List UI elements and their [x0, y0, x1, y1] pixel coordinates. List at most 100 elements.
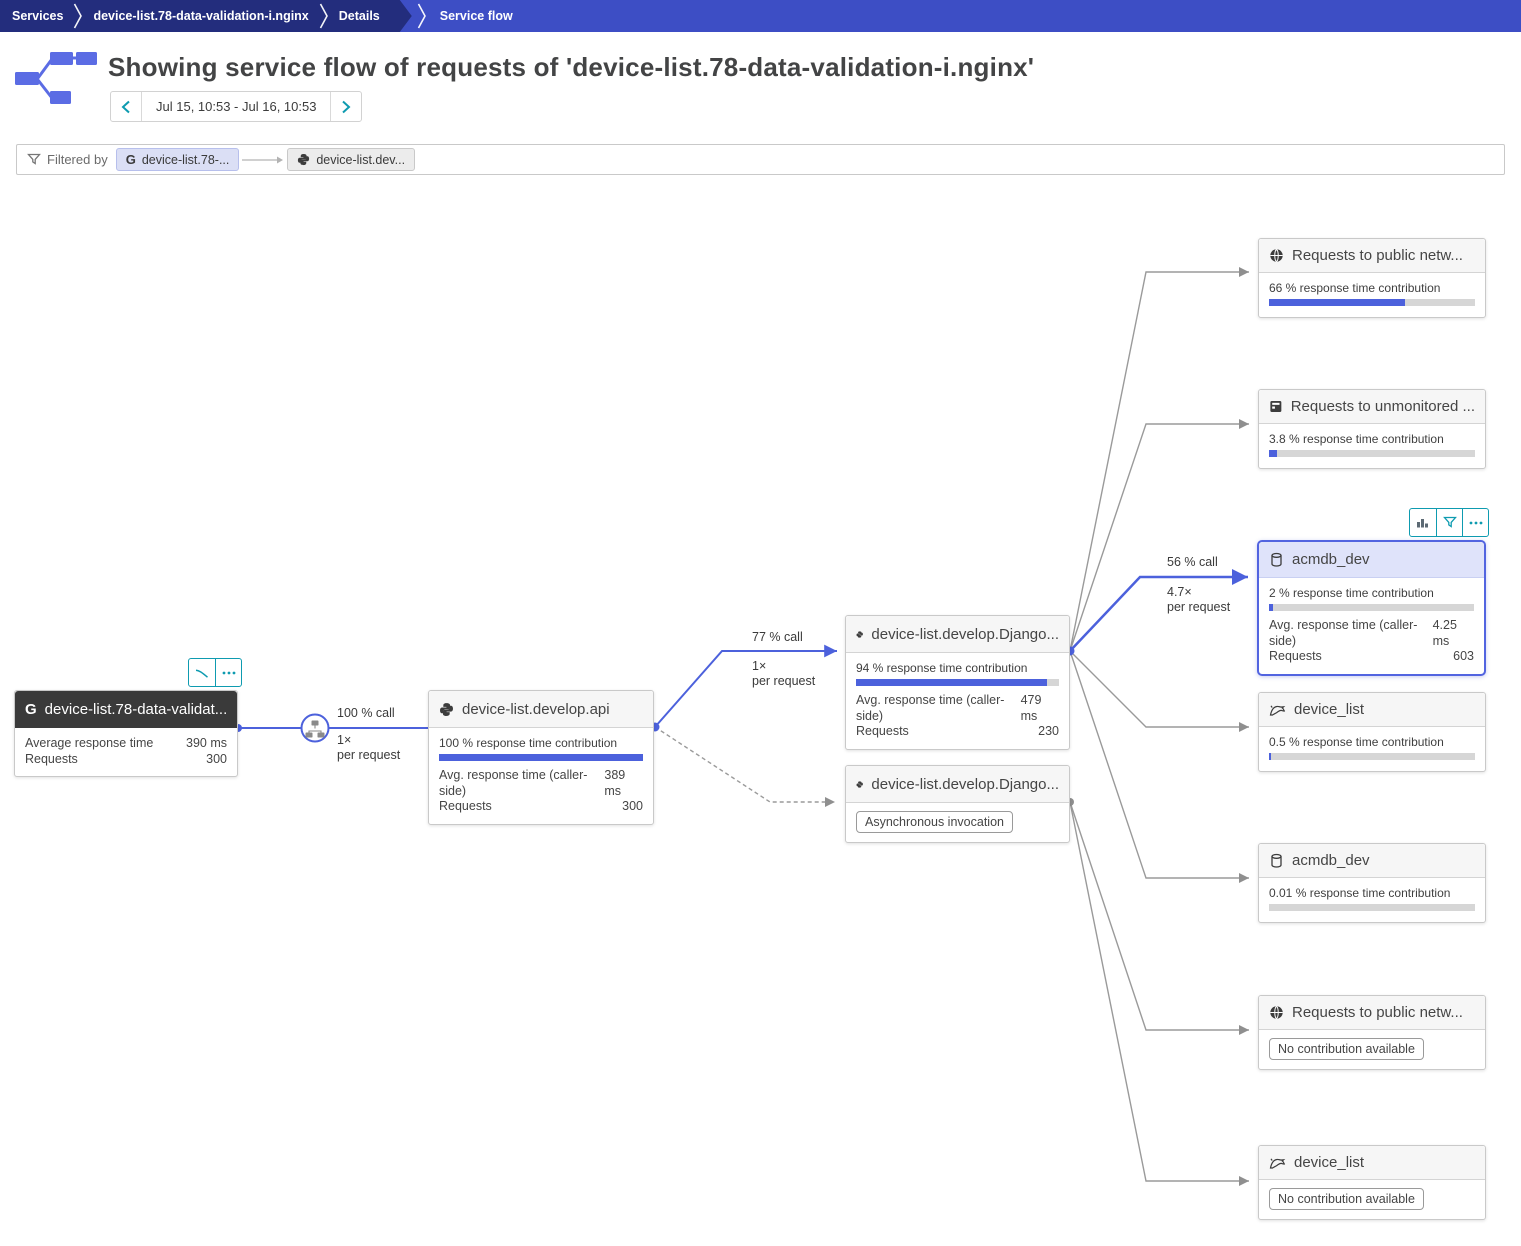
metric-value: 389 ms	[604, 768, 626, 798]
metric-row: Requests 603	[1269, 649, 1474, 665]
node-title: Requests to public netw...	[1292, 247, 1463, 264]
breadcrumb-services[interactable]: Services	[12, 9, 64, 23]
metric-label: Avg. response time (caller-side)	[439, 768, 588, 798]
node-title: device-list.develop.Django...	[871, 775, 1059, 793]
node-body: 0.5 % response time contribution	[1259, 727, 1485, 771]
metric-value: 390 ms	[186, 736, 227, 750]
mysql-icon	[1269, 1157, 1286, 1169]
node-header: device-list.develop.Django...	[846, 766, 1069, 803]
metric-value: 230	[1038, 724, 1059, 738]
node-requests-unmonitored-hosts[interactable]: Requests to unmonitored ... 3.8 % respon…	[1258, 389, 1486, 469]
filter-node-button[interactable]	[1436, 509, 1462, 536]
node-requests-public-networks-2[interactable]: Requests to public netw... No contributi…	[1258, 995, 1486, 1070]
contribution-text: 2 % response time contribution	[1269, 586, 1434, 600]
contribution-text: 100 % response time contribution	[439, 736, 618, 750]
chevron-right-icon	[342, 100, 351, 113]
timeframe-value[interactable]: Jul 15, 10:53 - Jul 16, 10:53	[156, 99, 317, 114]
metric-value: 300	[622, 799, 643, 813]
node-acmdb-dev-selected[interactable]: acmdb_dev 2 % response time contribution…	[1257, 540, 1486, 676]
breadcrumb-dark-segment: Services device-list.78-data-validation-…	[0, 0, 412, 32]
chevron-separator-icon	[319, 0, 329, 32]
node-acmdb-dev[interactable]: acmdb_dev 0.01 % response time contribut…	[1258, 843, 1486, 923]
timeframe-previous-button[interactable]	[111, 92, 142, 121]
python-icon	[856, 630, 863, 638]
filter-chip-target-service[interactable]: device-list.dev...	[287, 148, 416, 171]
timeframe-selector: Jul 15, 10:53 - Jul 16, 10:53	[110, 91, 363, 122]
metric-row: Avg. response time (caller-side) 479 ms	[856, 693, 1059, 724]
node-body: Asynchronous invocation	[846, 803, 1069, 842]
node-title: device-list.78-data-validat...	[44, 701, 228, 718]
filter-chip-label: device-list.78-...	[141, 152, 230, 167]
async-invocation-badge: Asynchronous invocation	[856, 811, 1013, 833]
contribution-bar	[1269, 604, 1474, 611]
node-title: acmdb_dev	[1292, 852, 1370, 869]
node-device-list-db[interactable]: device_list 0.5 % response time contribu…	[1258, 692, 1486, 772]
contribution-bar	[439, 754, 643, 761]
node-django-service[interactable]: device-list.develop.Django... 94 % respo…	[845, 615, 1070, 750]
breadcrumb-details[interactable]: Details	[338, 9, 380, 23]
contribution-text: 3.8 % response time contribution	[1269, 432, 1444, 446]
globe-icon	[1270, 1005, 1283, 1020]
timeframe-next-button[interactable]	[330, 92, 361, 121]
chevron-separator-icon	[417, 3, 426, 29]
contribution-bar	[1269, 450, 1475, 457]
node-header: Requests to unmonitored ...	[1259, 390, 1485, 424]
node-header: acmdb_dev	[1259, 844, 1485, 878]
metric-label: Avg. response time (caller-side)	[856, 693, 1005, 723]
node-django-async-service[interactable]: device-list.develop.Django... Asynchrono…	[845, 765, 1070, 843]
chevron-separator-icon	[73, 0, 83, 32]
node-title: device-list.develop.Django...	[871, 625, 1059, 643]
node-body: 100 % response time contribution Avg. re…	[429, 728, 653, 824]
nginx-icon: G	[125, 152, 136, 167]
page-title: Showing service flow of requests of 'dev…	[108, 52, 1035, 82]
node-requests-public-networks[interactable]: Requests to public netw... 66 % response…	[1258, 238, 1486, 318]
node-body: No contribution available	[1259, 1030, 1485, 1069]
node-device-list-db-2[interactable]: device_list No contribution available	[1258, 1145, 1486, 1220]
mysql-icon	[1269, 704, 1286, 716]
breadcrumb-service-name[interactable]: device-list.78-data-validation-i.nginx	[93, 9, 309, 23]
node-body: 2 % response time contribution Avg. resp…	[1259, 578, 1484, 674]
chevron-left-icon	[121, 100, 130, 113]
node-body: 66 % response time contribution	[1259, 273, 1485, 317]
metric-row: Requests 230	[856, 724, 1059, 740]
filter-chip-source-service[interactable]: G device-list.78-...	[115, 148, 240, 171]
funnel-icon	[27, 153, 41, 165]
node-title: acmdb_dev	[1292, 551, 1370, 568]
node-header: device-list.develop.Django...	[846, 616, 1069, 653]
node-title: device-list.develop.api	[462, 700, 610, 718]
edge-label-api-django: 77 % call	[752, 630, 803, 644]
metric-row: Requests 300	[439, 799, 643, 815]
metric-label: Requests	[856, 724, 909, 738]
node-header: acmdb_dev	[1259, 542, 1484, 578]
edge-label-source-api-per: 1×per request	[337, 733, 401, 762]
node-body: No contribution available	[1259, 1180, 1485, 1219]
analyze-chart-button[interactable]	[1410, 509, 1436, 536]
metric-value: 4.25 ms	[1432, 618, 1457, 648]
selected-node-toolbar	[1409, 508, 1489, 537]
more-actions-button[interactable]	[215, 659, 241, 686]
funnel-icon	[1442, 516, 1457, 528]
node-source-service[interactable]: G device-list.78-data-validat... Average…	[14, 690, 238, 777]
filter-label: Filtered by	[47, 152, 108, 167]
response-time-chart-button[interactable]	[189, 659, 215, 686]
node-api-service[interactable]: device-list.develop.api 100 % response t…	[428, 690, 654, 825]
contribution-text: 0.01 % response time contribution	[1269, 886, 1451, 900]
node-body: 94 % response time contribution Avg. res…	[846, 653, 1069, 749]
ellipsis-icon	[222, 671, 235, 674]
python-icon	[298, 153, 310, 166]
source-node-toolbar	[188, 658, 242, 687]
contribution-text: 94 % response time contribution	[856, 661, 1028, 675]
filter-arrow-icon	[242, 156, 284, 163]
metric-row: Average response time 390 ms	[25, 736, 227, 752]
node-header: Requests to public netw...	[1259, 996, 1485, 1030]
metric-value: 603	[1453, 649, 1474, 663]
more-actions-button[interactable]	[1462, 509, 1488, 536]
node-body: 0.01 % response time contribution	[1259, 878, 1485, 922]
node-header: device_list	[1259, 693, 1485, 727]
ellipsis-icon	[1469, 521, 1482, 524]
host-icon	[1270, 401, 1282, 412]
metric-row: Requests 300	[25, 752, 227, 768]
load-balancer-junction-icon	[300, 713, 330, 743]
breadcrumb: Services device-list.78-data-validation-…	[0, 0, 1521, 32]
